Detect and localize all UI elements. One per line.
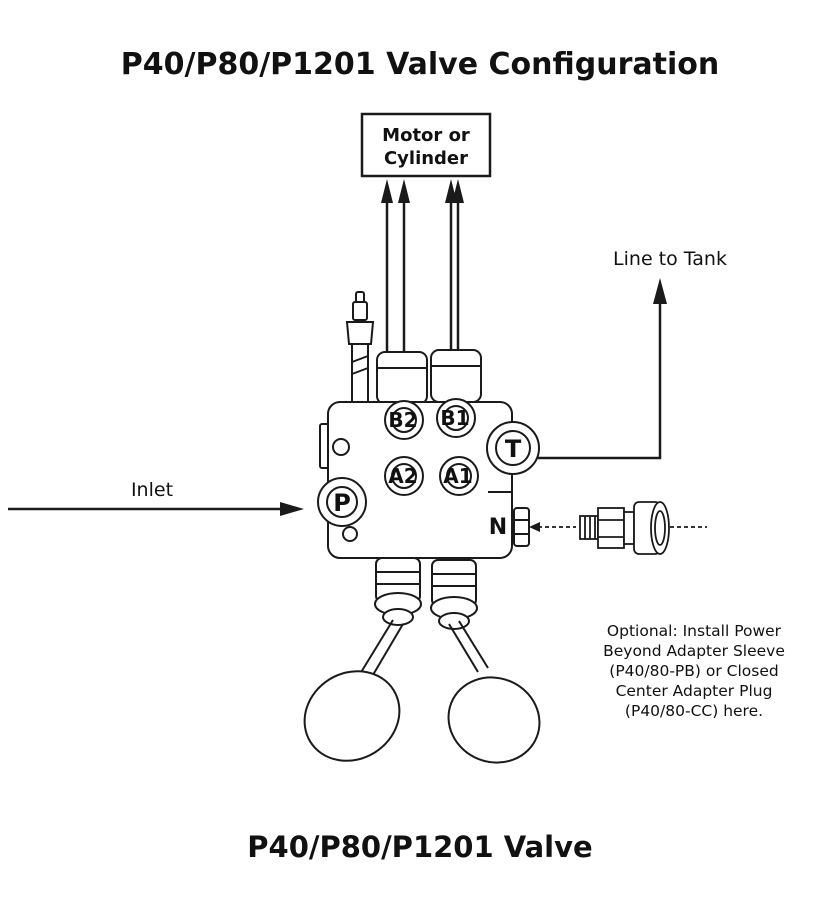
optional-note: Optional: Install Power Beyond Adapter S…: [603, 622, 785, 720]
line-to-tank-label: Line to Tank: [613, 248, 727, 270]
motor-box-line2: Cylinder: [384, 148, 468, 169]
inlet-label: Inlet: [131, 479, 173, 501]
port-a2-label: A2: [388, 464, 417, 488]
port-labels: B2 B1 A2 A1 T P N: [333, 406, 522, 540]
motor-box-line1: Motor or: [382, 125, 470, 146]
adapter-fitting-drawing: [529, 501, 707, 555]
optional-note-line2: Beyond Adapter Sleeve: [603, 642, 785, 660]
port-b2-label: B2: [388, 408, 417, 432]
optional-note-line1: Optional: Install Power: [607, 622, 782, 640]
port-a1-label: A1: [443, 464, 472, 488]
inlet-arrow: [8, 502, 304, 516]
line-to-tank-arrow: [538, 278, 667, 460]
port-p-label: P: [333, 489, 351, 517]
optional-note-line5: (P40/80-CC) here.: [625, 702, 763, 720]
optional-note-line4: Center Adapter Plug: [616, 682, 773, 700]
optional-note-line3: (P40/80-PB) or Closed: [609, 662, 778, 680]
port-t-label: T: [505, 435, 522, 463]
port-n-label: N: [489, 515, 507, 540]
port-b1-label: B1: [440, 406, 469, 430]
page-title: P40/P80/P1201 Valve Configuration: [121, 47, 719, 82]
valve-body-drawing: [303, 291, 541, 764]
motor-cylinder-box: Motor or Cylinder: [360, 112, 492, 178]
diagram-caption: P40/P80/P1201 Valve: [247, 830, 592, 864]
